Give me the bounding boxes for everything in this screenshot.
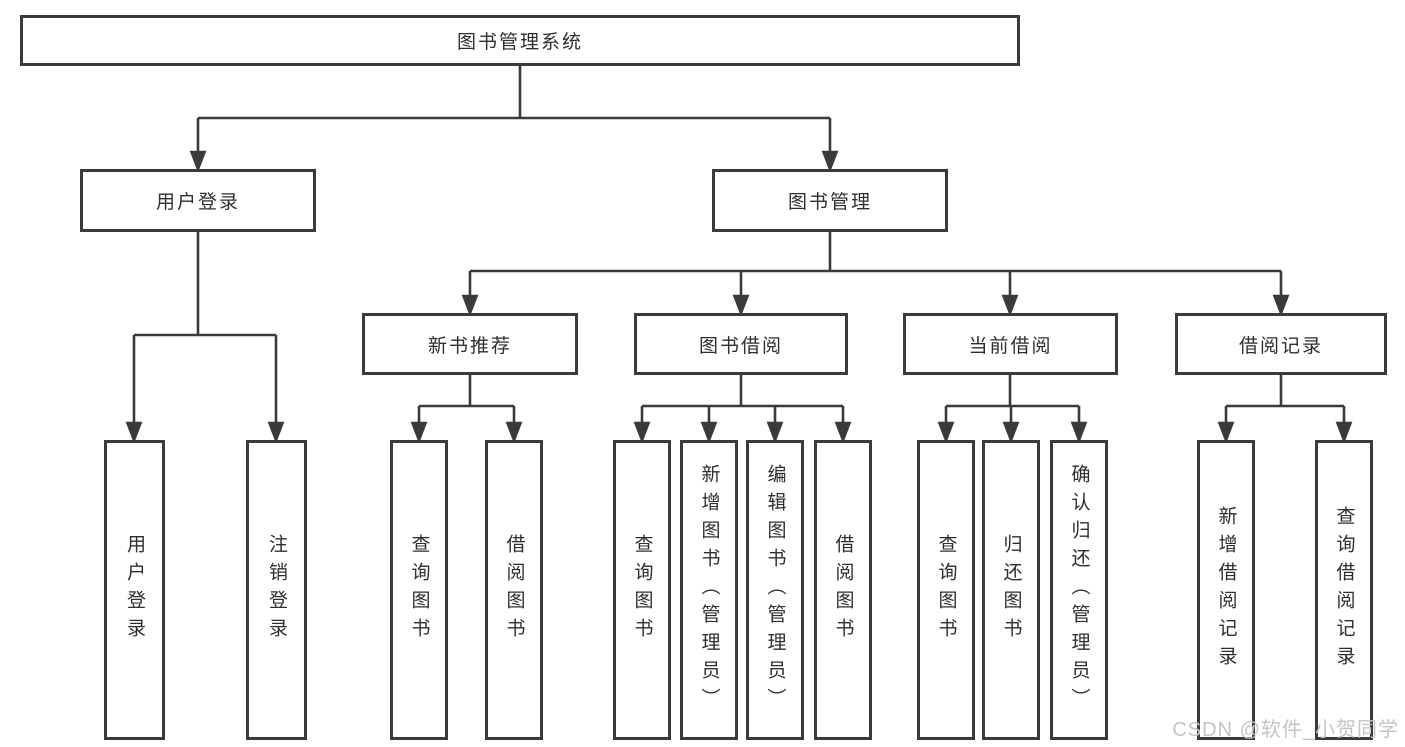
arrowhead <box>937 421 955 444</box>
connector-login-to-leaves <box>132 232 278 423</box>
connector-current-to-leaves <box>944 375 1081 423</box>
node-new-book-recommend: 新书推荐 <box>362 313 578 375</box>
leaf-current-query-books: 查询图书 <box>917 440 975 740</box>
arrowhead <box>1217 421 1235 444</box>
arrowhead <box>766 421 784 444</box>
arrowhead <box>1002 421 1020 444</box>
arrowhead <box>410 421 428 444</box>
node-book-management: 图书管理 <box>712 169 948 232</box>
leaf-current-return-books: 归还图书 <box>982 440 1040 740</box>
connector-recommend-to-leaves <box>417 375 516 423</box>
arrowhead <box>700 421 718 444</box>
node-current-borrowing: 当前借阅 <box>903 313 1118 375</box>
arrowhead <box>505 421 523 444</box>
arrowhead <box>633 421 651 444</box>
leaf-borrow-query-books: 查询图书 <box>613 440 671 740</box>
arrowhead <box>732 294 750 317</box>
node-book-borrowing: 图书借阅 <box>634 313 848 375</box>
leaf-recommend-query-books: 查询图书 <box>390 440 448 740</box>
arrowhead <box>1001 294 1019 317</box>
leaf-records-add-record: 新增借阅记录 <box>1197 440 1255 740</box>
leaf-borrow-borrow-books: 借阅图书 <box>814 440 872 740</box>
arrowhead <box>189 150 207 173</box>
leaf-borrow-add-books-admin: 新增图书（管理员） <box>680 440 738 740</box>
arrowhead <box>125 421 143 444</box>
connector-manage-to-level2 <box>468 232 1283 296</box>
leaf-records-query-record: 查询借阅记录 <box>1315 440 1373 740</box>
arrowhead <box>1335 421 1353 444</box>
leaf-logout: 注销登录 <box>246 440 307 740</box>
arrowhead <box>1272 294 1290 317</box>
leaf-borrow-edit-books-admin: 编辑图书（管理员） <box>746 440 804 740</box>
leaf-user-login: 用户登录 <box>104 440 165 740</box>
leaf-recommend-borrow-books: 借阅图书 <box>485 440 543 740</box>
node-user-login: 用户登录 <box>80 169 316 232</box>
arrowhead <box>461 294 479 317</box>
leaf-current-confirm-return-admin: 确认归还（管理员） <box>1050 440 1108 740</box>
arrowhead <box>821 150 839 173</box>
arrowhead <box>1070 421 1088 444</box>
node-root-system: 图书管理系统 <box>20 15 1020 66</box>
csdn-watermark: CSDN @软件_小贺同学 <box>1172 719 1399 741</box>
arrowhead <box>267 421 285 444</box>
node-borrow-records: 借阅记录 <box>1175 313 1387 375</box>
connector-root-to-level1 <box>196 66 832 152</box>
arrowhead <box>834 421 852 444</box>
connector-borrow-to-leaves <box>640 375 845 423</box>
connector-records-to-leaves <box>1224 375 1346 423</box>
